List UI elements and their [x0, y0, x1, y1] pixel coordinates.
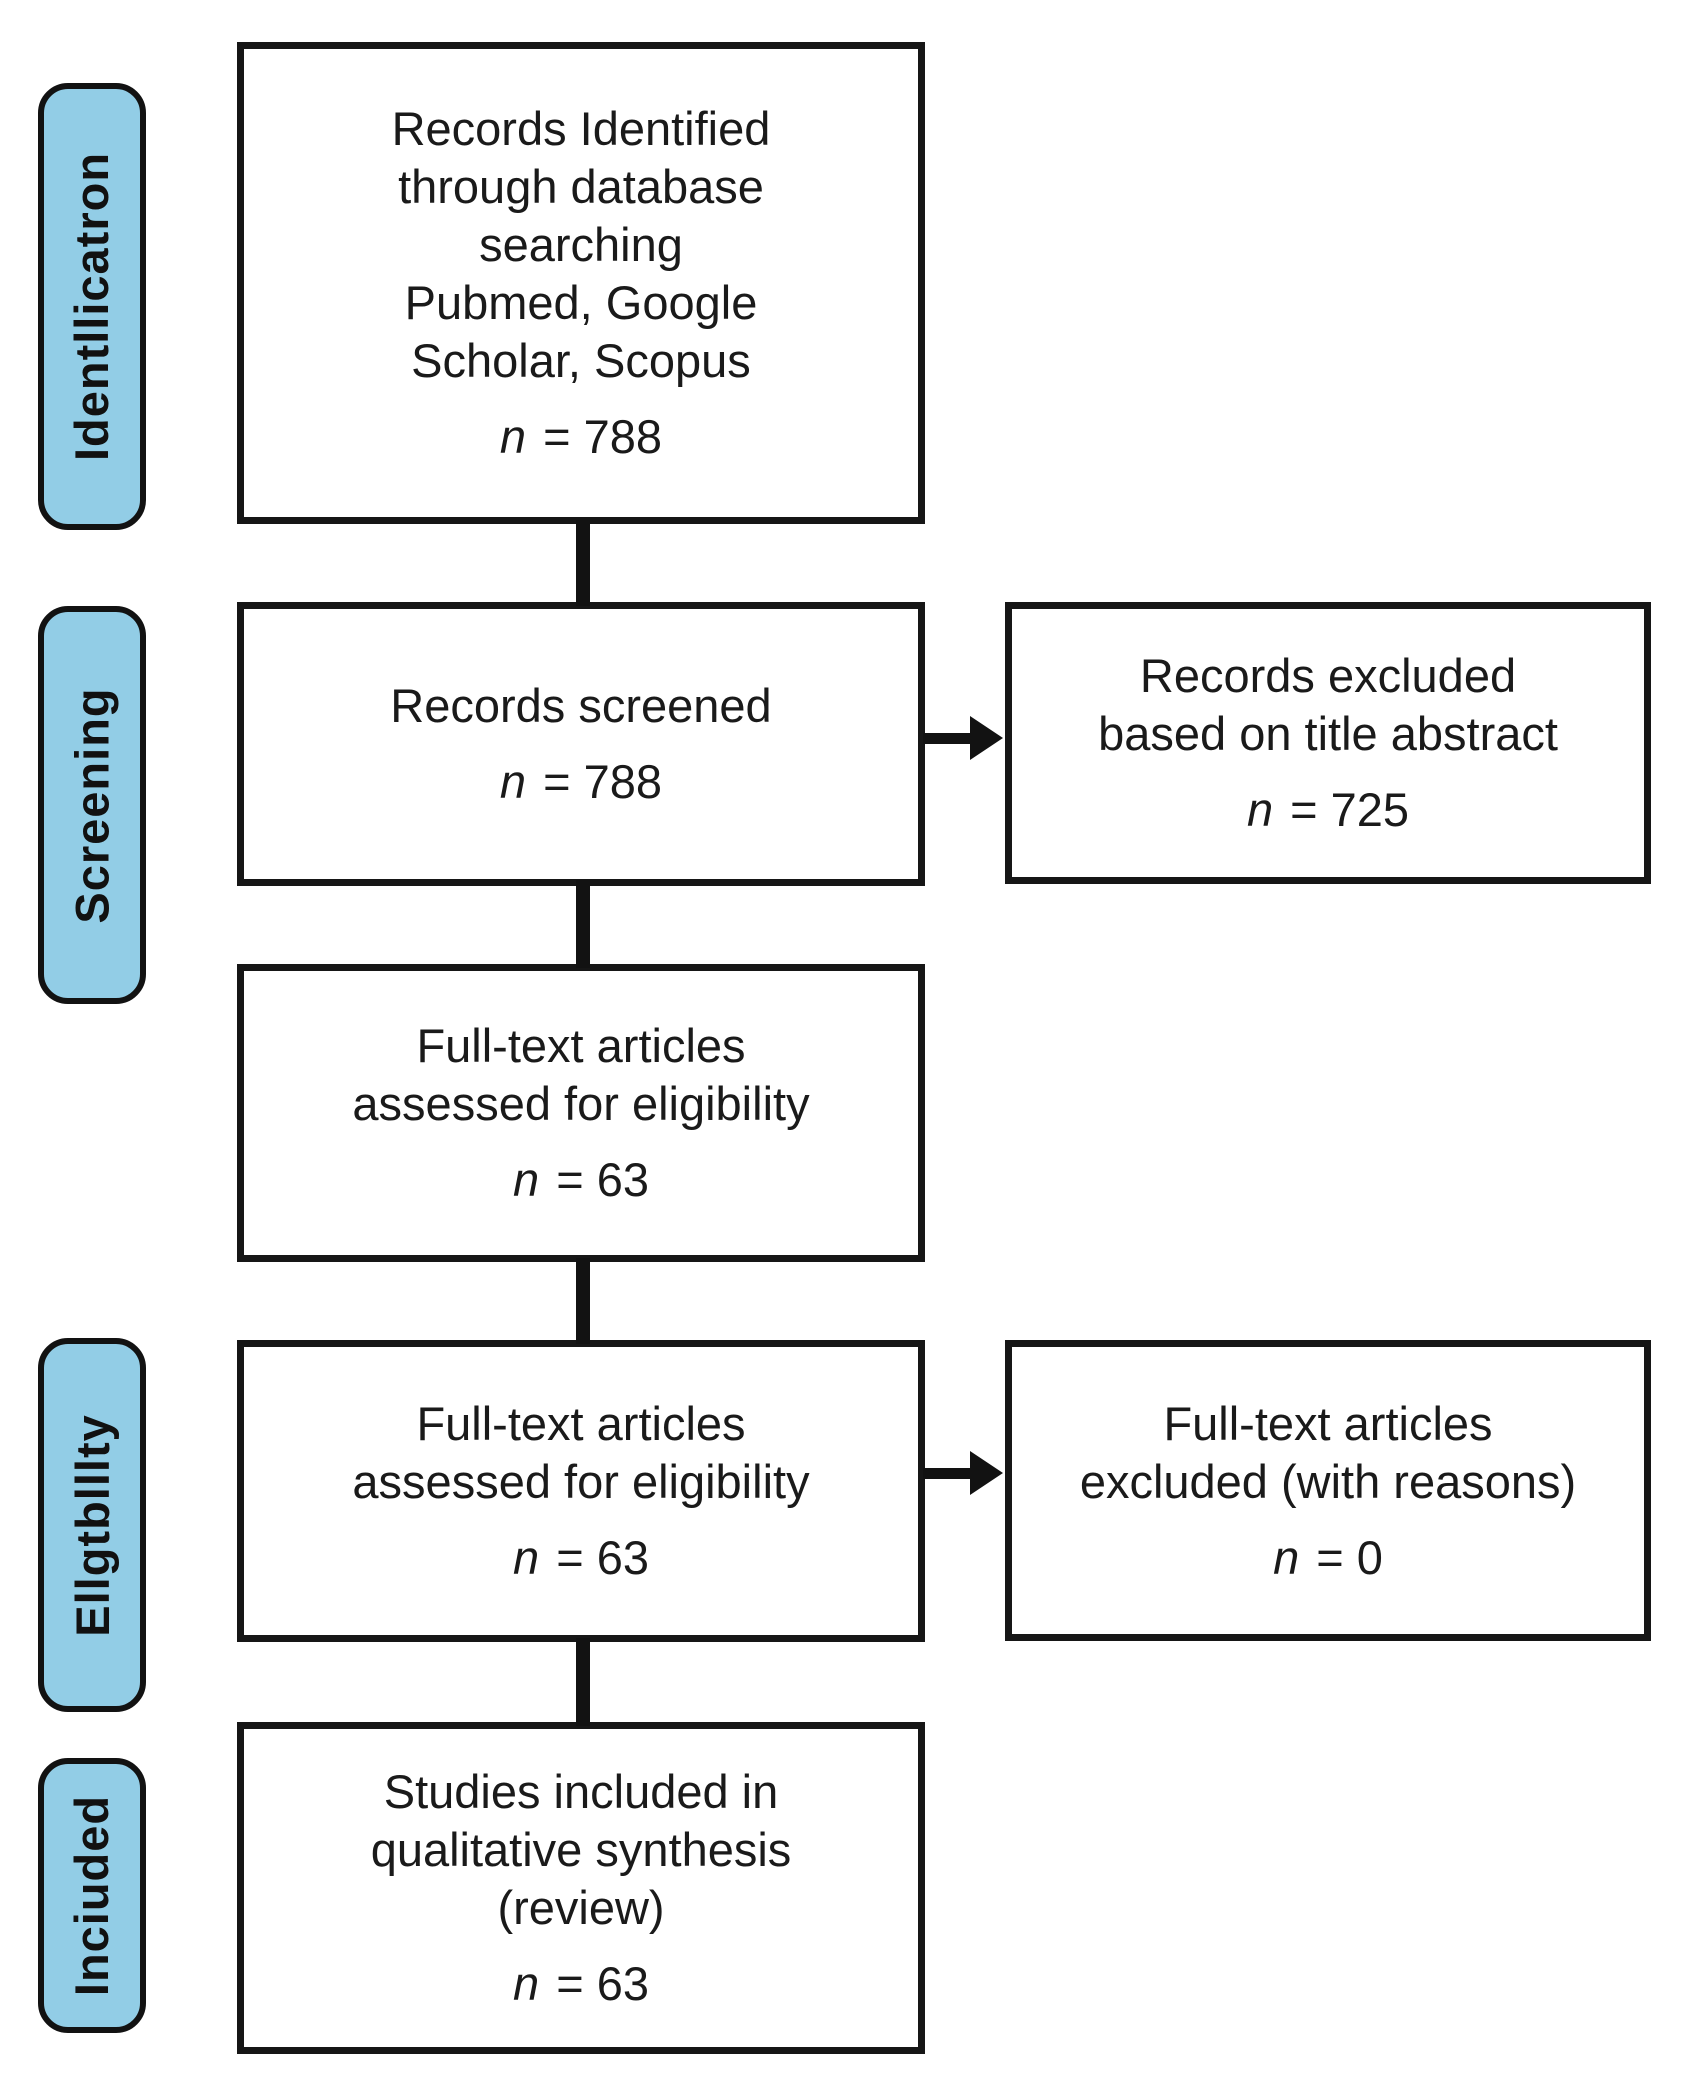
- stage-label-identification: Identllicatron: [38, 83, 146, 530]
- box-text-line: Pubmed, Google: [404, 276, 758, 329]
- box-text-line: searching: [479, 218, 683, 271]
- box-text-line: Studies included in: [383, 1765, 779, 1818]
- box-text-line: excluded (with reasons): [1079, 1454, 1577, 1508]
- connector-identified-to-screened: [576, 520, 590, 606]
- box-text-line: Records excluded: [1139, 649, 1517, 702]
- n-count: n = 788: [499, 755, 663, 808]
- box-text-line: assessed for eligibility: [352, 1455, 810, 1508]
- box-records-screened: Records screened n = 788: [237, 602, 925, 886]
- box-text-line: Full-text articles: [416, 1019, 746, 1072]
- n-count: n = 0: [1273, 1530, 1383, 1584]
- box-text-line: Records Identified: [391, 102, 771, 155]
- connector-screened-to-fulltext: [576, 880, 590, 968]
- stage-label-screening-text: Screening: [65, 686, 119, 924]
- stage-label-screening: Screening: [38, 606, 146, 1004]
- n-count: n = 63: [513, 1153, 649, 1206]
- box-text-line: through database: [398, 160, 764, 213]
- box-text-line: based on title abstract: [1098, 707, 1558, 760]
- box-records-screened-text: Records screened n = 788: [390, 677, 771, 811]
- connector-fulltext-to-eligibility: [576, 1258, 590, 1344]
- stage-label-included-text: Inciuded: [65, 1794, 119, 1997]
- stage-label-eligibility: Ellgtblllty: [38, 1338, 146, 1712]
- box-text-line: Full-text articles: [416, 1397, 746, 1450]
- box-text-line: qualitative synthesis: [370, 1823, 792, 1876]
- box-text-line: Scholar, Scopus: [411, 334, 751, 387]
- box-text-line: Records screened: [390, 679, 772, 732]
- stage-label-eligibility-text: Ellgtblllty: [65, 1413, 119, 1637]
- box-text-line: (review): [497, 1881, 665, 1934]
- stage-label-identification-text: Identllicatron: [65, 151, 119, 462]
- box-text-line: assessed for eligibility: [352, 1077, 810, 1130]
- n-count: n = 725: [1246, 783, 1410, 836]
- stage-label-included: Inciuded: [38, 1758, 146, 2033]
- arrow-eligibility-to-excluded-shaft: [923, 1468, 975, 1479]
- n-count: n = 63: [513, 1957, 649, 2010]
- arrow-eligibility-to-excluded-head: [970, 1451, 1003, 1495]
- arrow-screened-to-excluded-shaft: [923, 733, 975, 744]
- connector-eligibility-to-included: [576, 1638, 590, 1726]
- n-count: n = 788: [499, 410, 663, 463]
- box-text-line: Full-text articles: [1163, 1396, 1493, 1450]
- n-count: n = 63: [513, 1531, 649, 1584]
- arrow-screened-to-excluded-head: [970, 716, 1003, 760]
